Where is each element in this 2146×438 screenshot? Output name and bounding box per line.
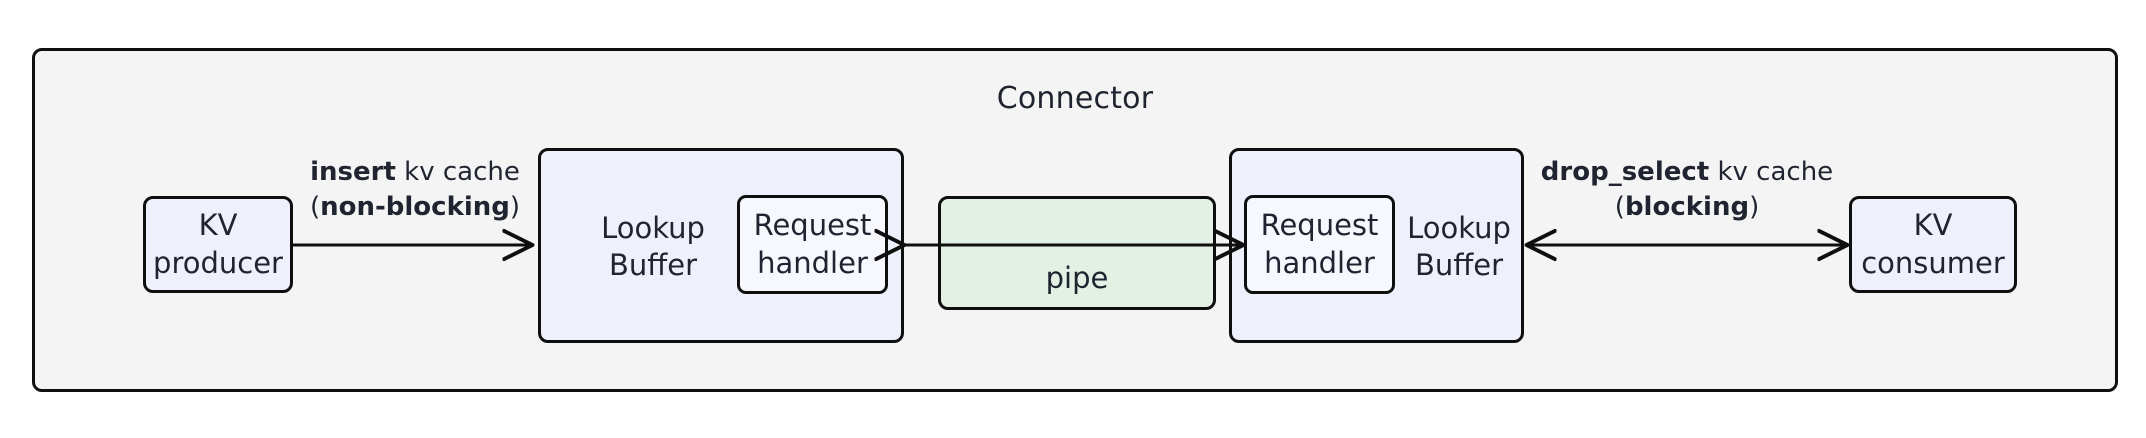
- lookup-buffer-right-line-2: Buffer: [1414, 248, 1504, 283]
- edge-label-drop-select-rest: kv cache: [1709, 157, 1834, 187]
- kv-consumer-line-1: KV: [1913, 208, 1953, 243]
- edge-label-insert-line-1: insert kv cache: [293, 155, 537, 190]
- edge-label-drop-select-close-paren: ): [1749, 191, 1760, 222]
- request-handler-right-line-2: handler: [1264, 245, 1375, 280]
- pipe-node: pipe: [938, 196, 1216, 310]
- edge-label-drop-select-line-1: drop_select kv cache: [1525, 155, 1849, 190]
- kv-producer-line-2: producer: [153, 245, 283, 280]
- edge-label-insert: insert kv cache (non-blocking): [293, 155, 537, 224]
- request-handler-left-line-1: Request: [753, 208, 872, 243]
- edge-label-insert-bold: insert: [310, 157, 396, 187]
- edge-label-drop-select: drop_select kv cache (blocking): [1525, 155, 1849, 224]
- edge-label-insert-rest: kv cache: [395, 157, 520, 187]
- edge-label-insert-mode: non-blocking: [320, 191, 510, 222]
- edge-label-insert-open-paren: (: [309, 191, 321, 222]
- connector-title: Connector: [996, 81, 1154, 116]
- request-handler-left: Request handler: [737, 195, 888, 294]
- kv-producer-node: KV producer: [143, 196, 293, 293]
- edge-label-drop-select-bold: drop_select: [1540, 157, 1710, 187]
- kv-consumer-line-2: consumer: [1861, 245, 2005, 280]
- lookup-buffer-left-label: Lookup Buffer: [578, 210, 728, 284]
- lookup-buffer-right-line-1: Lookup: [1407, 211, 1511, 245]
- edge-label-insert-close-paren: ): [509, 191, 521, 222]
- edge-label-drop-select-open-paren: (: [1614, 191, 1625, 222]
- lookup-buffer-left-line-1: Lookup: [601, 211, 705, 245]
- request-handler-right-line-1: Request: [1260, 208, 1379, 243]
- request-handler-left-line-2: handler: [757, 245, 868, 280]
- kv-producer-line-1: KV: [198, 208, 238, 243]
- edge-label-drop-select-mode: blocking: [1624, 191, 1750, 222]
- kv-consumer-node: KV consumer: [1849, 196, 2017, 293]
- lookup-buffer-right-label: Lookup Buffer: [1398, 210, 1520, 284]
- pipe-label: pipe: [1045, 260, 1109, 295]
- edge-label-drop-select-line-2: (blocking): [1525, 190, 1849, 225]
- request-handler-right: Request handler: [1244, 195, 1395, 294]
- lookup-buffer-left-line-2: Buffer: [608, 248, 698, 283]
- edge-label-insert-line-2: (non-blocking): [293, 190, 537, 225]
